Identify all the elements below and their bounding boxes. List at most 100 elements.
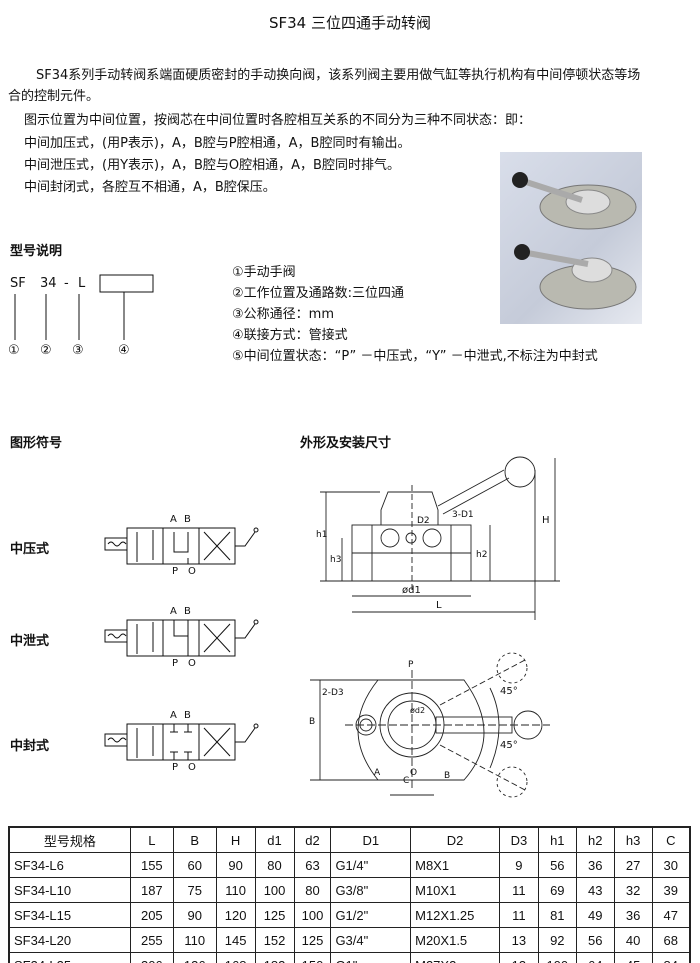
table-header-row: 型号规格 L B H d1 d2 D1 D2 D3 h1 h2 h3 C [8, 826, 691, 853]
intro-line: 中间加压式，(用P表示)，A，B腔与P腔相通，A，B腔同时有输出。 [24, 136, 411, 151]
table-cell: 68 [651, 927, 691, 953]
dim-d2: ød2 [410, 706, 426, 715]
model-part: 34 [40, 276, 57, 291]
table-cell: 182 [254, 952, 295, 963]
top-view-drawing [310, 652, 550, 798]
intro-line: 中间泄压式，(用Y表示)，A，B腔与O腔相通，A，B腔同时排气。 [24, 158, 400, 173]
port-p: P [172, 762, 179, 773]
table-cell: 100 [254, 877, 295, 903]
table-cell: G3/4" [330, 927, 412, 953]
model-part: - [64, 276, 69, 291]
intro-line: 中间封闭式，各腔互不相通，A，B腔保压。 [24, 180, 276, 195]
table-cell: 49 [575, 902, 615, 928]
valve-photo-illustration [512, 172, 637, 310]
intro-line: 合的控制元件。 [8, 89, 100, 104]
table-cell: 84 [651, 952, 691, 963]
table-cell: 13 [498, 927, 539, 953]
table-cell: 125 [254, 902, 295, 928]
col-B: B [172, 826, 217, 853]
col-D2: D2 [410, 826, 500, 853]
port-o: O [188, 566, 196, 577]
table-row: SF34-L25306136168182150G1"M27X2131006445… [8, 952, 691, 963]
table-cell: 90 [215, 852, 256, 878]
table-cell: 150 [293, 952, 332, 963]
table-cell: SF34-L15 [8, 902, 131, 928]
port-O-label: O [410, 768, 418, 778]
model-explain: ②工作位置及通路数:三位四通 [232, 286, 405, 301]
port-p: P [172, 566, 179, 577]
table-cell: M20X1.5 [410, 927, 500, 953]
model-part: L [78, 276, 86, 291]
table-cell: 110 [172, 927, 217, 953]
front-view-drawing [320, 456, 560, 620]
table-cell: 56 [537, 852, 577, 878]
table-cell: 11 [498, 902, 539, 928]
model-part: SF [10, 276, 26, 291]
col-h1: h1 [537, 826, 577, 853]
symbol-label-exhaust: 中泄式 [10, 634, 50, 649]
col-d1: d1 [254, 826, 295, 853]
model-option-box [99, 274, 154, 293]
col-d2: d2 [293, 826, 332, 853]
table-cell: 43 [575, 877, 615, 903]
model-code-lines [14, 274, 154, 340]
dim-L: L [436, 600, 442, 611]
table-cell: 136 [172, 952, 217, 963]
table-cell: 125 [293, 927, 332, 953]
dim-D2: D2 [417, 516, 430, 526]
marker: ① [8, 343, 20, 358]
symbol-pressure-center [104, 527, 259, 565]
table-cell: 155 [129, 852, 174, 878]
table-cell: 32 [613, 877, 653, 903]
table-cell: 306 [129, 952, 174, 963]
table-cell: 92 [537, 927, 577, 953]
table-cell: 205 [129, 902, 174, 928]
model-explain: ①手动手阀 [232, 265, 296, 280]
table-cell: 36 [613, 902, 653, 928]
dim-C: C [403, 776, 410, 786]
table-cell: 47 [651, 902, 691, 928]
table-cell: SF34-L25 [8, 952, 131, 963]
port-b: B [184, 606, 191, 617]
port-a: A [170, 710, 177, 721]
port-b: B [184, 710, 191, 721]
symbols-heading: 图形符号 [10, 436, 63, 451]
port-b: B [184, 514, 191, 525]
table-cell: 80 [254, 852, 295, 878]
table-cell: 81 [537, 902, 577, 928]
col-C: C [651, 826, 691, 853]
table-cell: M8X1 [410, 852, 500, 878]
dim-D1: 3-D1 [452, 510, 474, 520]
table-cell: 45 [613, 952, 653, 963]
table-cell: 64 [575, 952, 615, 963]
port-a: A [170, 514, 177, 525]
table-cell: 36 [575, 852, 615, 878]
table-cell: 69 [537, 877, 577, 903]
symbol-label-closed: 中封式 [10, 739, 50, 754]
table-cell: M27X2 [410, 952, 500, 963]
dim-B: B [309, 717, 316, 727]
col-h3: h3 [613, 826, 653, 853]
port-P-label: P [408, 660, 414, 670]
table-cell: M12X1.25 [410, 902, 500, 928]
col-D1: D1 [330, 826, 412, 853]
table-cell: 90 [172, 902, 217, 928]
table-cell: 30 [651, 852, 691, 878]
table-cell: 110 [215, 877, 256, 903]
intro-line: 图示位置为中间位置，按阀芯在中间位置时各腔相互关系的不同分为三种不同状态：即： [24, 113, 532, 128]
port-o: O [188, 658, 196, 669]
table-cell: 9 [498, 852, 539, 878]
port-A-label: A [374, 768, 381, 778]
table-cell: SF34-L20 [8, 927, 131, 953]
marker: ④ [118, 343, 130, 358]
drawing-heading: 外形及安装尺寸 [300, 436, 392, 451]
table-cell: G1" [330, 952, 412, 963]
symbol-label-pressure: 中压式 [10, 542, 50, 557]
intro-line: SF34系列手动转阀系端面硬质密封的手动换向阀，该系列阀主要用做气缸等执行机构有… [36, 68, 641, 83]
port-B-label: B [444, 771, 451, 781]
dim-h2: h2 [476, 550, 488, 560]
table-cell: 255 [129, 927, 174, 953]
